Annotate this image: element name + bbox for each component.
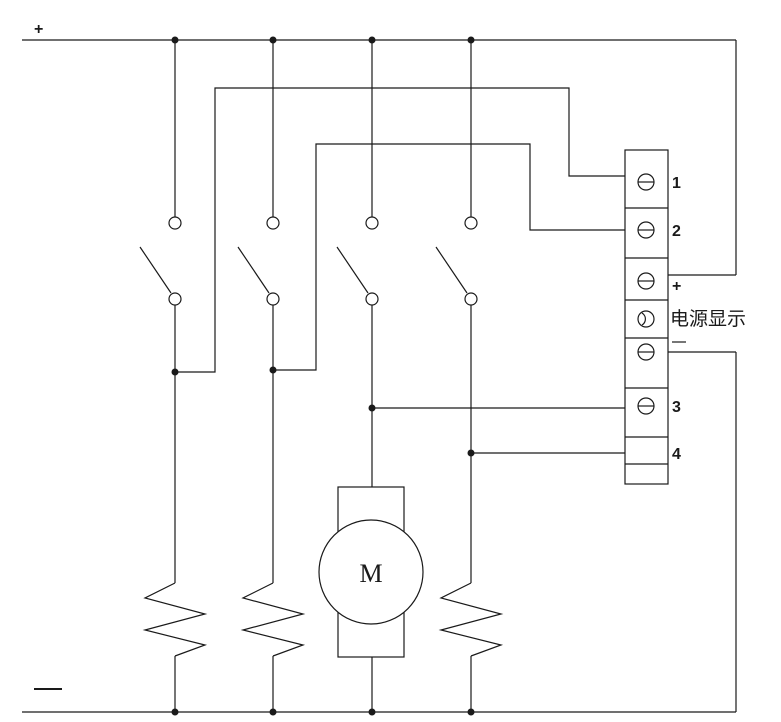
power-indicator-label: 电源显示 <box>670 308 746 330</box>
positive-rail <box>22 39 737 276</box>
motor-label: M <box>359 559 382 588</box>
junction-nodes <box>171 36 475 716</box>
terminal-label-3: 3 <box>672 399 681 416</box>
terminal-label-1: 1 <box>672 175 681 192</box>
negative-rail <box>22 351 737 713</box>
terminal-block <box>624 149 669 485</box>
terminal-label-2: 2 <box>672 223 681 240</box>
screw-icon <box>637 272 655 290</box>
screw-icon <box>637 173 655 191</box>
switch-4-blade <box>435 246 468 294</box>
resistor-2 <box>240 582 306 657</box>
motor-symbol <box>318 519 424 625</box>
switch-4-bottom-contact <box>464 292 478 306</box>
branch-4 <box>435 40 504 712</box>
resistor-1 <box>142 582 208 657</box>
branch-2 <box>237 40 306 712</box>
control-wires <box>175 87 625 454</box>
switch-2-bottom-contact <box>266 292 280 306</box>
screw-icon <box>637 343 655 361</box>
switch-3-blade <box>336 246 369 294</box>
switch-4-top-contact <box>464 216 478 230</box>
screw-icon <box>637 397 655 415</box>
switch-2-top-contact <box>266 216 280 230</box>
indicator-lamp-icon <box>637 310 655 328</box>
switch-1-top-contact <box>168 216 182 230</box>
switch-2-blade <box>237 246 270 294</box>
wire-terminal-1 <box>175 87 625 373</box>
resistor-4 <box>438 582 504 657</box>
positive-rail-symbol: + <box>34 21 43 38</box>
branch-3 <box>318 40 424 712</box>
wire-terminal-2 <box>273 143 625 371</box>
switch-3-bottom-contact <box>365 292 379 306</box>
switch-3-top-contact <box>365 216 379 230</box>
switch-1-bottom-contact <box>168 292 182 306</box>
switch-1-blade <box>139 246 172 294</box>
screw-icon <box>637 221 655 239</box>
branch-1 <box>139 40 208 712</box>
terminal-label-4: 4 <box>672 446 681 463</box>
terminal-label-positive: + <box>672 278 681 295</box>
